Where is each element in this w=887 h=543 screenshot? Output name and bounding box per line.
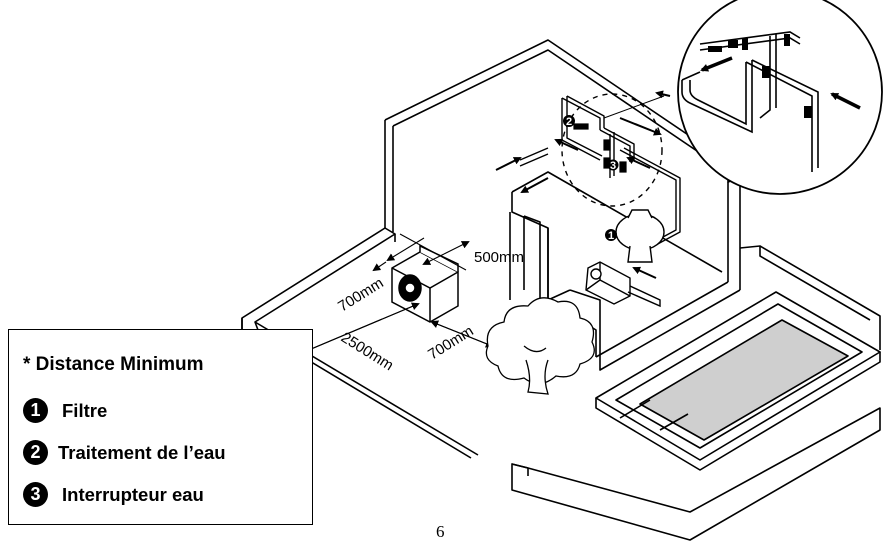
dimension-700-left: 700mm (335, 274, 386, 315)
dimension-2500: 2500mm (338, 329, 397, 374)
legend-box: * Distance Minimum 1 Filtre 2 Traitement… (8, 329, 313, 525)
dimension-700-front: 700mm (425, 322, 476, 363)
pump (585, 261, 661, 308)
svg-text:3: 3 (610, 160, 616, 172)
swimming-pool (511, 245, 881, 541)
marker-treatment: 2 (563, 115, 575, 128)
marker-filter: 1 (605, 229, 617, 242)
marker-switch: 3 (607, 159, 619, 172)
number-badge: 2 (23, 440, 48, 465)
heat-pump-unit (391, 244, 459, 323)
legend-label: Filtre (62, 399, 108, 421)
number-badge: 3 (23, 482, 48, 507)
legend-item-water-treatment: 2 Traitement de l’eau (23, 440, 226, 465)
tree (485, 297, 595, 395)
detail-view (603, 0, 883, 195)
pump-room (384, 39, 741, 371)
svg-text:2: 2 (566, 116, 572, 128)
legend-title: * Distance Minimum (23, 354, 204, 375)
pipework (519, 93, 681, 247)
legend-label: Traitement de l’eau (58, 441, 226, 463)
flow-arrows (495, 117, 662, 279)
filter-tank (615, 209, 665, 263)
legend-item-water-switch: 3 Interrupteur eau (23, 482, 204, 507)
dimension-500: 500mm (474, 249, 524, 266)
legend-item-filter: 1 Filtre (23, 398, 107, 423)
svg-text:1: 1 (608, 230, 614, 242)
legend-label: Interrupteur eau (62, 483, 204, 505)
number-badge: 1 (23, 398, 48, 423)
page-number: 6 (436, 522, 445, 541)
dimension-lines (302, 233, 494, 354)
